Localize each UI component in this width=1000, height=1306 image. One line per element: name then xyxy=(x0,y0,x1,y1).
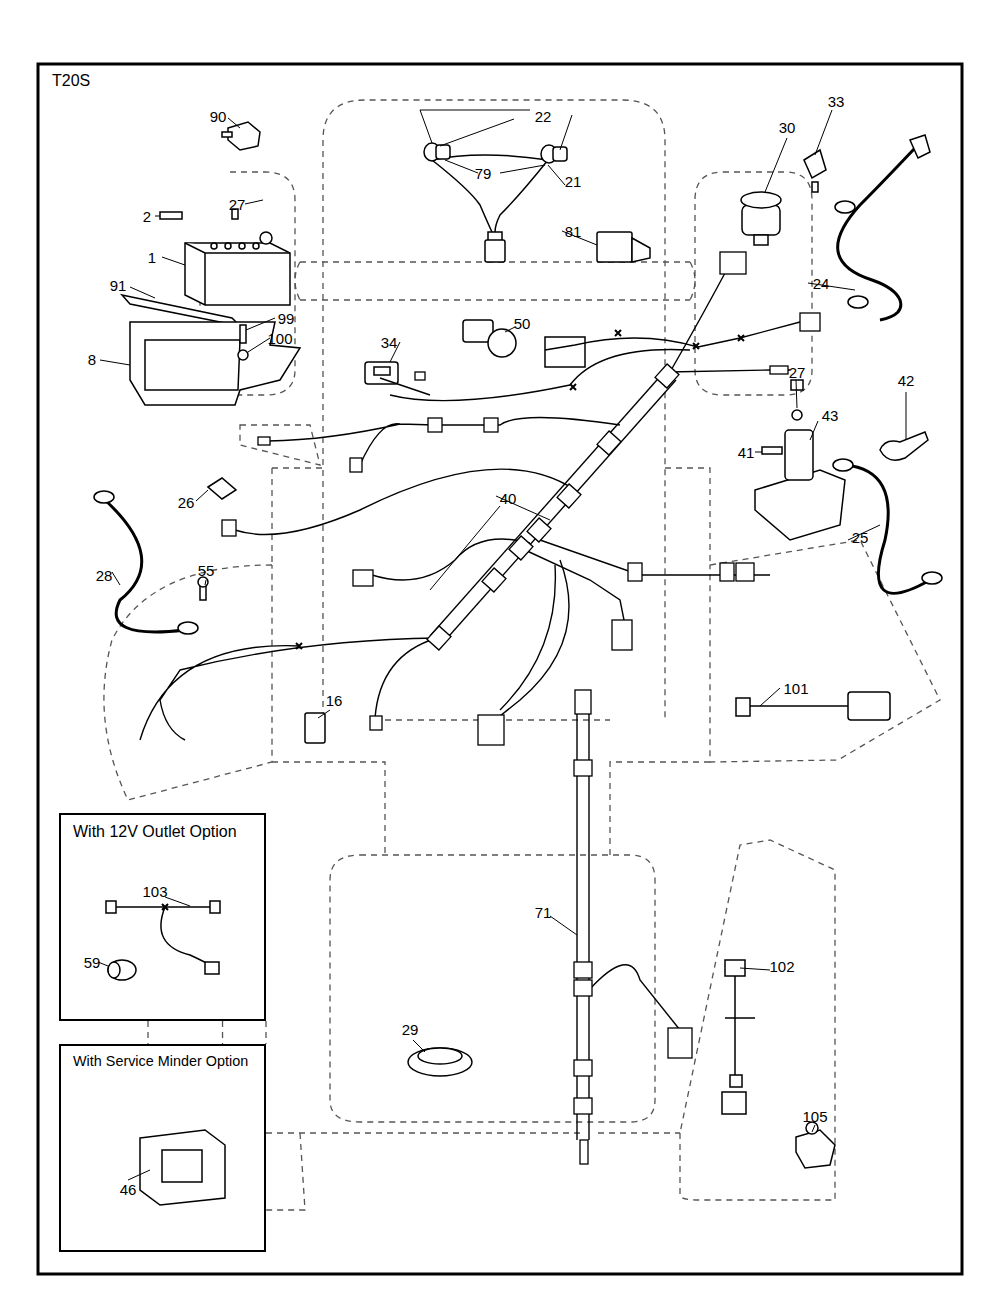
callout-number: 50 xyxy=(514,316,531,331)
callout-number: 81 xyxy=(565,224,582,239)
callout-number: 43 xyxy=(822,408,839,423)
callout-number: 71 xyxy=(535,905,552,920)
diagram-title: T20S xyxy=(52,73,90,89)
option-box: With Service Minder Option xyxy=(59,1044,266,1252)
callout-number: 41 xyxy=(738,445,755,460)
callout-number: 59 xyxy=(84,955,101,970)
callout-number: 105 xyxy=(802,1109,827,1124)
callout-number: 1 xyxy=(148,250,156,265)
callout-number: 2 xyxy=(143,209,151,224)
option-box: With 12V Outlet Option xyxy=(59,813,266,1021)
callout-number: 8 xyxy=(88,352,96,367)
callout-number: 103 xyxy=(142,884,167,899)
callout-number: 34 xyxy=(381,335,398,350)
callout-number: 79 xyxy=(475,166,492,181)
callout-number: 29 xyxy=(402,1022,419,1037)
callout-number: 40 xyxy=(500,491,517,506)
callout-number: 101 xyxy=(783,681,808,696)
callout-number: 30 xyxy=(779,120,796,135)
callout-number: 24 xyxy=(813,276,830,291)
callout-number: 100 xyxy=(267,331,292,346)
callout-number: 42 xyxy=(898,373,915,388)
callout-number: 46 xyxy=(120,1182,137,1197)
callout-number: 99 xyxy=(278,311,295,326)
callout-number: 27 xyxy=(789,365,806,380)
callout-number: 22 xyxy=(535,109,552,124)
callout-number: 27 xyxy=(229,197,246,212)
callout-number: 90 xyxy=(210,109,227,124)
callout-number: 33 xyxy=(828,94,845,109)
callout-number: 91 xyxy=(110,278,127,293)
callout-number: 28 xyxy=(96,568,113,583)
option-heading: With 12V Outlet Option xyxy=(61,815,237,841)
callout-number: 21 xyxy=(565,174,582,189)
dashed-connector xyxy=(222,1021,223,1044)
dashed-connector xyxy=(147,1021,148,1044)
callout-number: 25 xyxy=(852,530,869,545)
callout-number: 102 xyxy=(769,959,794,974)
callout-number: 16 xyxy=(326,693,343,708)
callout-number: 55 xyxy=(198,563,215,578)
callout-number: 26 xyxy=(178,495,195,510)
option-heading: With Service Minder Option xyxy=(61,1046,248,1070)
